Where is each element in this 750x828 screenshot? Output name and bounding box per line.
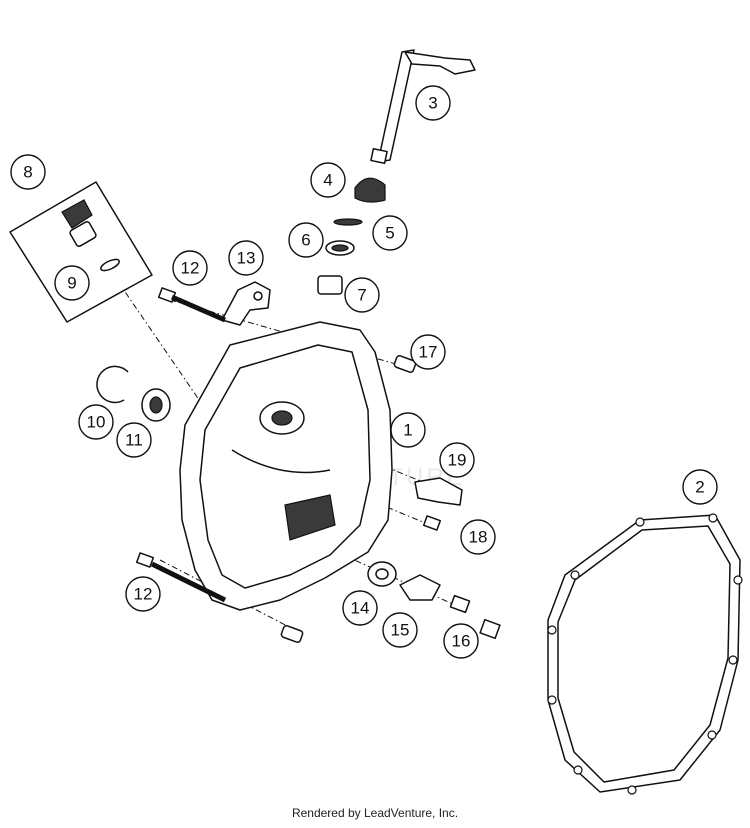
callout-circle: [443, 623, 479, 659]
callout-number: 13: [237, 249, 256, 268]
callout-circle: [310, 162, 346, 198]
callout-number: 8: [23, 163, 32, 182]
callout-circle: [382, 612, 418, 648]
callout-number: 12: [134, 585, 153, 604]
callout-bolt: 16: [443, 623, 479, 659]
bracket-and-screw: [157, 281, 271, 326]
callout-number: 1: [403, 421, 412, 440]
callout-circle: [228, 240, 264, 276]
callout-oil-filler-plug-kit: 8: [10, 154, 46, 190]
callout-circle: [410, 334, 446, 370]
callout-circle: [125, 576, 161, 612]
callout-circle: [682, 469, 718, 505]
callout-circle: [288, 222, 324, 258]
callout-needle-bearing: 7: [344, 277, 380, 313]
lower-screw-shape: [135, 552, 304, 643]
callout-number: 12: [181, 259, 200, 278]
callout-clutch-cover: 1: [390, 412, 426, 448]
callout-dowel-sleeve-top: 17: [410, 334, 446, 370]
callout-number: 5: [385, 224, 394, 243]
gasket-shape: [547, 513, 743, 795]
bearing-shape: [317, 275, 343, 295]
callout-circle: [344, 277, 380, 313]
footer-credit: Rendered by LeadVenture, Inc.: [291, 806, 459, 820]
callout-number: 6: [301, 231, 310, 250]
o-ring-shape: [100, 258, 120, 272]
callout-o-ring: 9: [54, 265, 90, 301]
callout-number: 15: [391, 621, 410, 640]
shaft-stack-parts: [317, 177, 386, 295]
clutch-cover-shape: [179, 321, 393, 611]
callout-number: 7: [357, 286, 366, 305]
callout-circlip: 10: [78, 404, 114, 440]
callout-number: 2: [695, 478, 704, 497]
callout-circle: [372, 215, 408, 251]
callout-number: 17: [419, 343, 438, 362]
release-shaft-shape: [370, 49, 476, 165]
callout-circle: [172, 250, 208, 286]
callout-number: 3: [428, 94, 437, 113]
callout-number: 14: [351, 599, 370, 618]
callout-screw-long: 18: [460, 519, 496, 555]
callout-number: 18: [469, 528, 488, 547]
callout-circle: [342, 590, 378, 626]
callout-number: 10: [87, 413, 106, 432]
callout-circle: [10, 154, 46, 190]
callout-shaft-seal: 6: [288, 222, 324, 258]
torsion-spring-shape: [354, 177, 386, 203]
callout-clutch-cover-gasket: 2: [682, 469, 718, 505]
callout-nozzle: 19: [439, 442, 475, 478]
callout-number: 11: [125, 431, 143, 450]
callout-circle: [54, 265, 90, 301]
callout-circle: [460, 519, 496, 555]
washer-shape: [333, 218, 363, 226]
callout-torsion-spring: 4: [310, 162, 346, 198]
nozzle-shape: [414, 477, 463, 506]
sleeve-top-shape: [393, 355, 417, 373]
callout-release-shaft: 3: [415, 85, 451, 121]
callout-spacer-ring: 14: [342, 590, 378, 626]
callout-screw-lower: 12: [125, 576, 161, 612]
callout-bracket: 13: [228, 240, 264, 276]
callout-bearing-seal: 11: [116, 422, 152, 458]
callout-washer: 5: [372, 215, 408, 251]
callout-circle: [439, 442, 475, 478]
callout-circle: [415, 85, 451, 121]
spacer-plate-bolts: [367, 561, 501, 640]
circlip-and-bearing: [96, 365, 171, 422]
callout-plate: 15: [382, 612, 418, 648]
callout-circle: [78, 404, 114, 440]
callout-screw-upper: 12: [172, 250, 208, 286]
long-screw-shape: [422, 515, 442, 531]
filler-plug-body: [69, 221, 97, 247]
filler-plug: [61, 199, 93, 229]
callout-number: 19: [448, 451, 467, 470]
callout-circle: [390, 412, 426, 448]
callout-number: 9: [67, 274, 76, 293]
callout-circle: [116, 422, 152, 458]
filler-plug-box: [9, 181, 153, 323]
callout-number: 4: [323, 171, 332, 190]
callout-number: 16: [452, 632, 471, 651]
